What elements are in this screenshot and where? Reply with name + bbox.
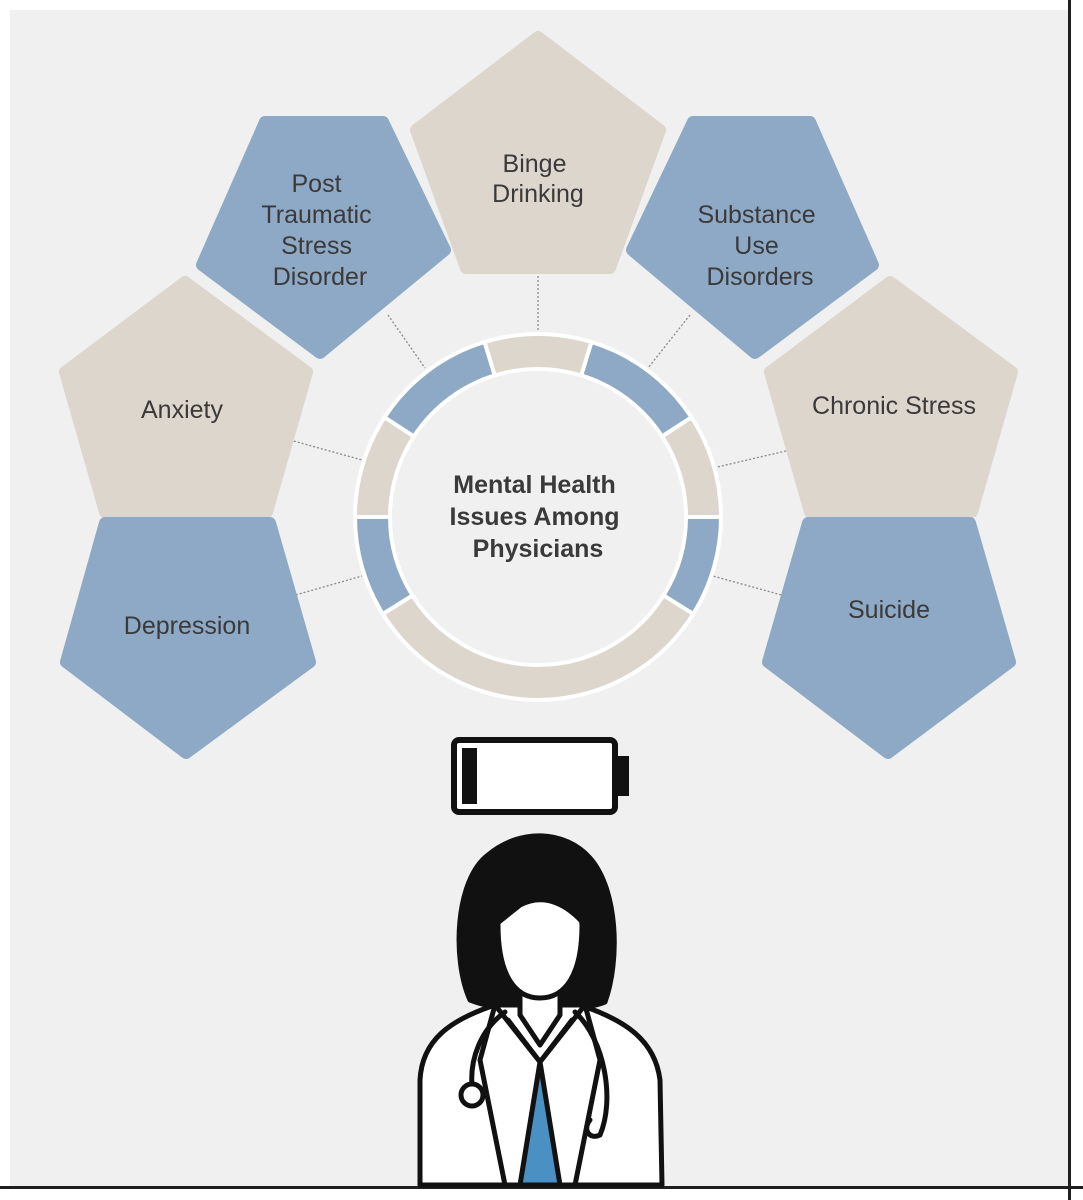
pentagon-icon — [59, 276, 313, 518]
connector-depression — [291, 575, 363, 597]
node-substance-use: Substance Use Disorders — [626, 116, 879, 359]
center-ring — [352, 332, 724, 702]
node-label: Suicide — [848, 596, 930, 624]
hair-bangs — [492, 857, 588, 928]
node-label-line: Traumatic — [261, 201, 371, 229]
node-anxiety: Anxiety — [59, 276, 313, 518]
node-label-line: Use — [734, 232, 778, 260]
node-label-line: Suicide — [848, 596, 930, 624]
node-label: Post Traumatic Stress Disorder — [261, 170, 378, 291]
connector-suicide — [712, 575, 786, 597]
connector-ptsd — [387, 314, 426, 369]
node-ptsd: Post Traumatic Stress Disorder — [196, 116, 451, 359]
node-label: Binge Drinking — [492, 150, 584, 208]
battery-body — [451, 737, 618, 815]
connector-chronic-stress — [712, 449, 791, 469]
node-binge-drinking: Binge Drinking — [410, 31, 666, 274]
node-label: Depression — [124, 612, 250, 640]
ring-segment — [481, 332, 595, 378]
coat-lapel-left — [477, 1002, 543, 1188]
node-label-line: Substance — [697, 201, 815, 229]
connector-anxiety — [289, 439, 363, 461]
node-label-line: Depression — [124, 612, 250, 640]
stethoscope-chestpiece — [458, 1081, 486, 1109]
center-title-line-3: Physicians — [473, 535, 604, 563]
node-depression: Depression — [60, 517, 316, 759]
center-title: Mental Health Issues Among Physicians — [450, 471, 627, 563]
node-label-line: Chronic Stress — [812, 392, 976, 420]
node-label-line: Disorders — [707, 263, 814, 291]
female-doctor-icon — [417, 833, 665, 1188]
battery-terminal — [616, 756, 629, 796]
pentagon-icon — [410, 31, 666, 274]
ring-center — [392, 371, 684, 663]
center-title-line-1: Mental Health — [453, 471, 616, 499]
node-suicide: Suicide — [762, 517, 1016, 759]
connector-substance-use — [647, 314, 691, 369]
node-chronic-stress: Chronic Stress — [764, 276, 1018, 518]
pentagon-icon — [764, 276, 1018, 518]
pentagon-icon — [60, 517, 316, 759]
connector-lines — [289, 268, 791, 597]
stethoscope-tube — [469, 1009, 508, 1088]
node-label-line: Post — [292, 170, 342, 198]
node-label: Chronic Stress — [812, 392, 976, 420]
pentagon-icon — [626, 116, 879, 359]
pentagon-icon — [762, 517, 1016, 759]
node-label: Substance Use Disorders — [697, 201, 822, 291]
frame-edge-right — [1068, 0, 1071, 1200]
node-label-line: Drinking — [492, 180, 584, 208]
battery-low-icon — [451, 737, 629, 815]
node-label-line: Disorder — [273, 263, 367, 291]
node-label: Anxiety — [141, 396, 223, 424]
pentagon-icon — [196, 116, 451, 359]
node-label-line: Anxiety — [141, 396, 223, 424]
stethoscope-earpiece — [572, 1009, 610, 1139]
issue-nodes: Binge Drinking Post Traumatic Stress Dis… — [59, 31, 1018, 759]
ring-segment — [381, 339, 498, 440]
center-title-line-2: Issues Among — [450, 503, 620, 531]
battery-charge-level — [462, 748, 477, 804]
node-label-line: Stress — [281, 232, 352, 260]
node-label-line: Binge — [503, 150, 567, 178]
